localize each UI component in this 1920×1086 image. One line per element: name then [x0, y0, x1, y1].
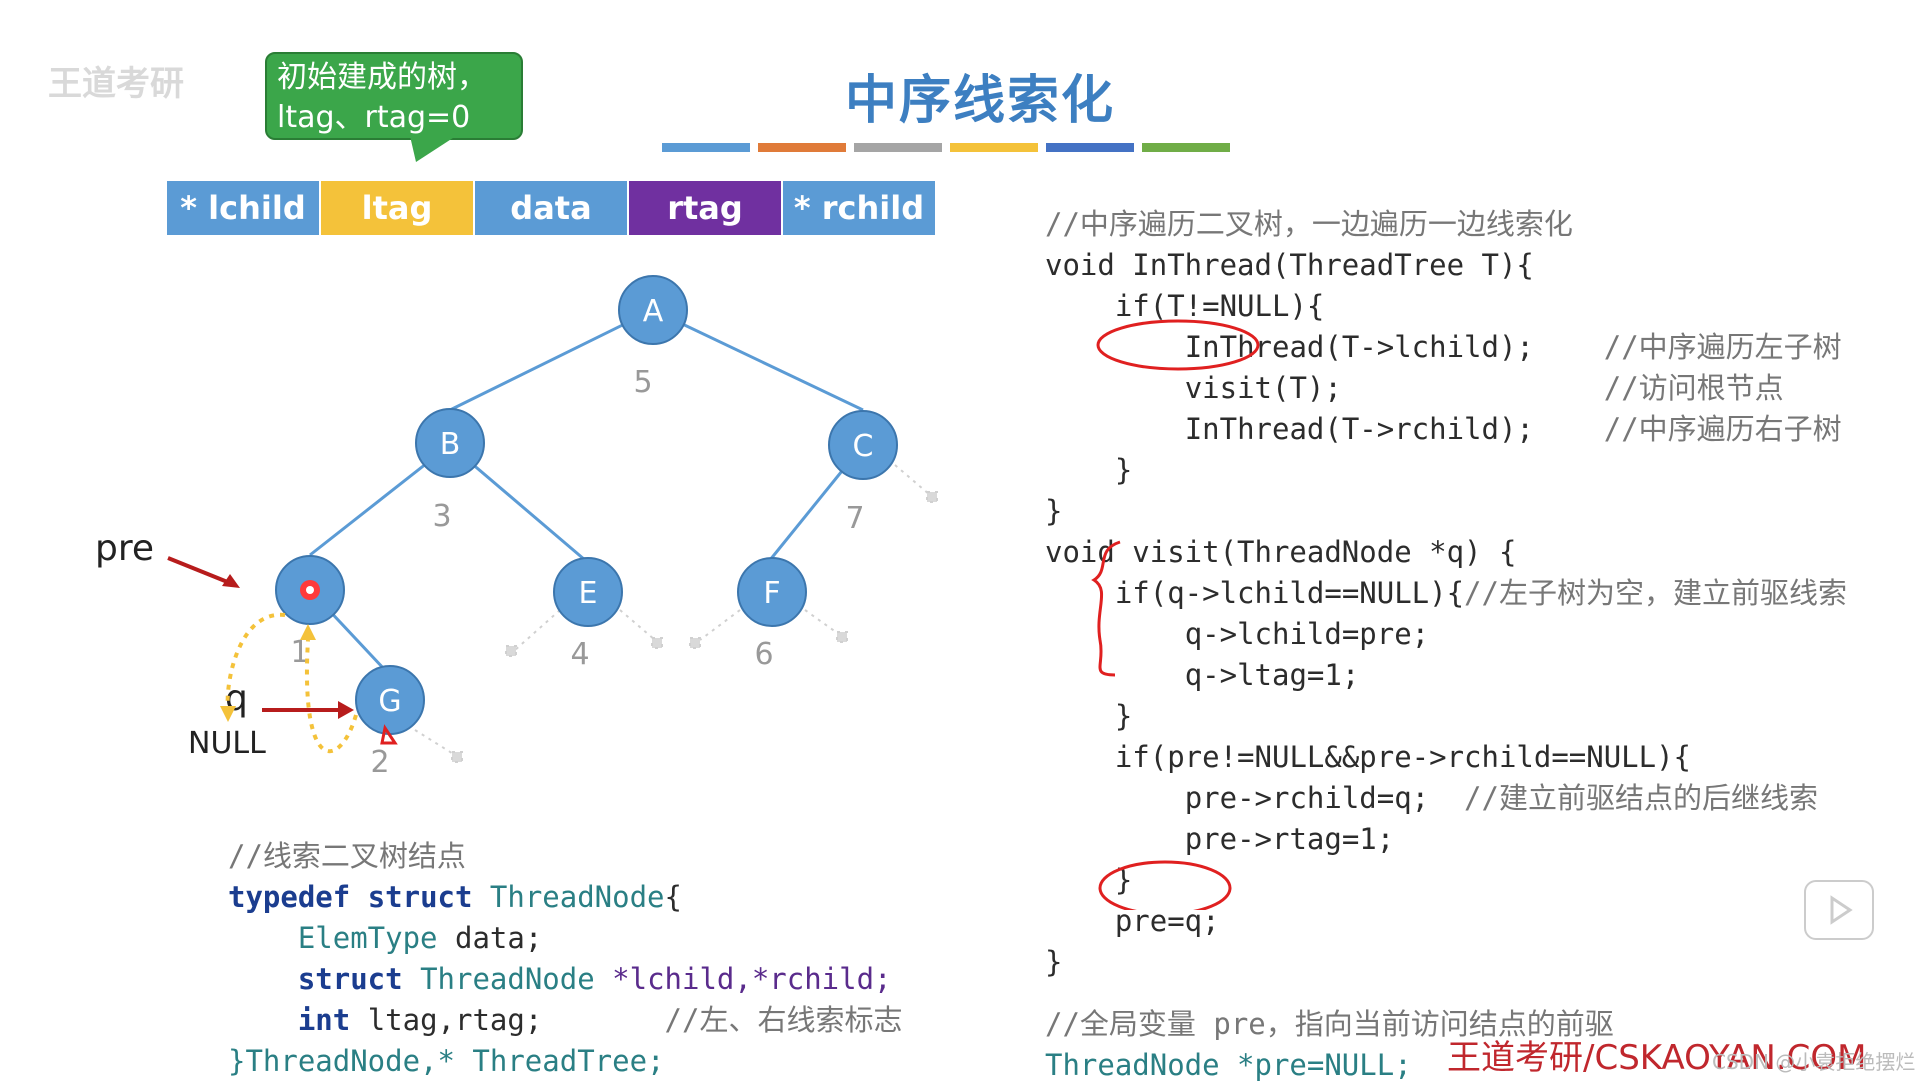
title-stripe [1142, 143, 1230, 152]
code-threadnode: //线索二叉树结点 typedef struct ThreadNode{ Ele… [228, 839, 903, 1078]
field-lchild: * lchild [167, 181, 321, 235]
svg-text:F: F [763, 576, 780, 611]
code-inthread: //中序遍历二叉树，一边遍历一边线索化 void InThread(Thread… [1045, 207, 1847, 979]
circle-visit [1096, 319, 1260, 371]
play-icon [1830, 895, 1853, 925]
code-global-pre: //全局变量 pre，指向当前访问结点的前驱 ThreadNode *pre=N… [1045, 1007, 1614, 1082]
red-mark [380, 724, 398, 745]
svg-text:3: 3 [432, 499, 451, 534]
footer-brand: 王道考研/CSKAOYAN.COM [1447, 1038, 1867, 1078]
svg-text:2: 2 [370, 745, 389, 780]
field-rtag: rtag [629, 181, 783, 235]
svg-text:E: E [579, 576, 598, 611]
title-stripe [1046, 143, 1134, 152]
edge-a-b [449, 308, 654, 412]
svg-text:C: C [853, 429, 874, 464]
callout-bubble: 初始建成的树， ltag、rtag=0 [265, 52, 523, 140]
node-e: E 4 [553, 557, 623, 672]
slide-title: 中序线索化 [844, 71, 1115, 131]
node-b: B 3 [415, 408, 485, 534]
red-annotations [1091, 319, 1260, 910]
thread-g-to-d [305, 639, 358, 754]
play-button[interactable] [1804, 880, 1874, 940]
csdn-watermark: CSDN @小袁拒绝摆烂 [1712, 1050, 1916, 1074]
node-d: 1 [275, 555, 345, 670]
brace-if [1091, 540, 1121, 677]
node-g: G 2 [355, 665, 425, 780]
circle-pre-eq [1098, 860, 1232, 910]
thread-to-null [225, 612, 286, 711]
brand-watermark: 王道考研 [48, 64, 184, 104]
svg-text:1: 1 [290, 635, 309, 670]
svg-text:B: B [440, 427, 461, 462]
node-f: F 6 [737, 557, 807, 672]
svg-text:6: 6 [754, 637, 773, 672]
edge-a-c [652, 308, 864, 412]
title-stripe [950, 143, 1038, 152]
callout-line2: ltag、rtag=0 [277, 100, 471, 135]
title-stripe [854, 143, 942, 152]
svg-text:5: 5 [633, 365, 652, 400]
tree-diagram: A 5 B 3 C 7 1 E 4 F 6 G 2 pre q NULL [95, 275, 938, 780]
svg-text:A: A [643, 294, 664, 329]
pre-label: pre [95, 528, 154, 569]
field-rchild: * rchild [783, 181, 937, 235]
title-stripe [662, 143, 750, 152]
node-a: A 5 [618, 275, 688, 400]
callout-tail [410, 136, 456, 162]
callout-line1: 初始建成的树， [277, 60, 487, 95]
svg-text:4: 4 [570, 637, 589, 672]
svg-text:7: 7 [845, 501, 864, 536]
pre-arrow [167, 556, 231, 585]
null-label: NULL [188, 726, 266, 761]
field-data: data [475, 181, 629, 235]
svg-text:G: G [378, 684, 401, 719]
code-comment-node: //线索二叉树结点 [228, 839, 466, 873]
node-c: C 7 [828, 410, 898, 536]
null-stubs [414, 464, 938, 763]
field-ltag: ltag [321, 181, 475, 235]
title-stripe [758, 143, 846, 152]
